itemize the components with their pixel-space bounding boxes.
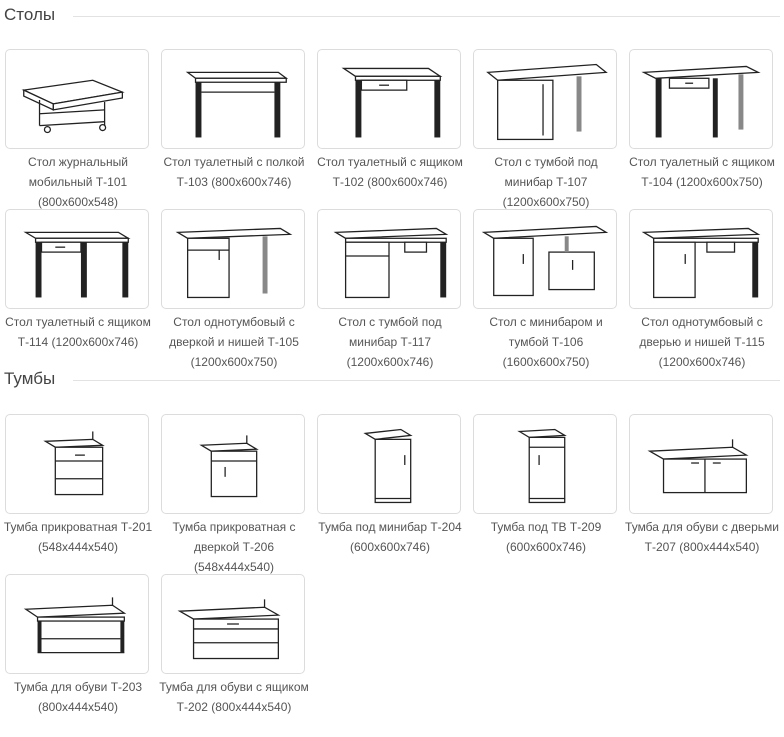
product-caption-link[interactable]: Стол туалетный с ящиком Т-102 (800x600x7… bbox=[317, 155, 463, 189]
product-image[interactable] bbox=[473, 209, 617, 309]
product-card[interactable]: Стол с тумбой под минибар Т-117 (1200x60… bbox=[312, 209, 468, 372]
product-image[interactable] bbox=[317, 209, 461, 309]
product-caption-link[interactable]: Тумба для обуви с дверьми Т-207 (800x444… bbox=[625, 520, 779, 554]
section-divider bbox=[73, 15, 780, 17]
product-card[interactable]: Тумба под ТВ Т-209 (600x600x746) bbox=[468, 414, 624, 557]
product-card[interactable]: Стол однотумбовый с дверью и нишей Т-115… bbox=[624, 209, 780, 372]
product-caption-link[interactable]: Тумба под минибар Т-204 (600x600x746) bbox=[318, 520, 462, 554]
section-title: Столы bbox=[4, 5, 56, 24]
product-caption-link[interactable]: Тумба для обуви с ящиком Т-202 (800x444x… bbox=[159, 680, 309, 714]
product-caption-link[interactable]: Стол журнальный мобильный Т-101 (800x600… bbox=[28, 155, 128, 209]
product-caption: Тумба для обуви с дверьми Т-207 (800x444… bbox=[624, 517, 780, 557]
product-card[interactable]: Стол туалетный с ящиком Т-114 (1200x600x… bbox=[0, 209, 156, 352]
product-card[interactable]: Стол туалетный с ящиком Т-102 (800x600x7… bbox=[312, 49, 468, 192]
product-caption-link[interactable]: Стол с минибаром и тумбой Т-106 (1600x60… bbox=[489, 315, 603, 369]
section-header-stoly: Столы bbox=[4, 3, 780, 27]
product-caption: Стол туалетный с полкой Т-103 (800x600x7… bbox=[156, 152, 312, 192]
product-caption-link[interactable]: Тумба для обуви Т-203 (800x444x540) bbox=[13, 680, 143, 714]
product-image[interactable] bbox=[473, 49, 617, 149]
product-caption: Стол туалетный с ящиком Т-102 (800x600x7… bbox=[312, 152, 468, 192]
product-caption-link[interactable]: Стол туалетный с ящиком Т-104 (1200x600x… bbox=[629, 155, 775, 189]
product-image[interactable] bbox=[161, 209, 305, 309]
product-image[interactable] bbox=[161, 49, 305, 149]
product-card[interactable]: Тумба для обуви с дверьми Т-207 (800x444… bbox=[624, 414, 780, 557]
minibar-cabinet-icon bbox=[363, 428, 413, 504]
product-caption-link[interactable]: Стол с тумбой под минибар Т-117 (1200x60… bbox=[338, 315, 442, 369]
product-caption-link[interactable]: Тумба прикроватная Т-201 (548x444x540) bbox=[3, 520, 153, 554]
desk-minibar-icon bbox=[486, 63, 608, 141]
product-caption-link[interactable]: Тумба прикроватная с дверкой Т-206 (548x… bbox=[172, 520, 296, 574]
product-card[interactable]: Стол однотумбовый с дверкой и нишей Т-10… bbox=[156, 209, 312, 372]
product-caption-link[interactable]: Стол однотумбовый с дверью и нишей Т-115… bbox=[639, 315, 765, 369]
desk-drawer-icon bbox=[341, 67, 443, 138]
desk-pedestal-niche-icon bbox=[641, 227, 761, 299]
product-card[interactable]: Тумба для обуви Т-203 (800x444x540) bbox=[0, 574, 156, 717]
product-caption-link[interactable]: Тумба под ТВ Т-209 (600x600x746) bbox=[490, 520, 602, 554]
product-caption: Тумба прикроватная Т-201 (548x444x540) bbox=[0, 517, 156, 557]
product-caption: Тумба прикроватная с дверкой Т-206 (548x… bbox=[156, 517, 312, 577]
shoe-rack-icon bbox=[23, 597, 127, 654]
product-image[interactable] bbox=[5, 574, 149, 674]
product-image[interactable] bbox=[317, 414, 461, 514]
product-caption: Стол однотумбовый с дверкой и нишей Т-10… bbox=[156, 312, 312, 372]
product-caption: Тумба под минибар Т-204 (600x600x746) bbox=[312, 517, 468, 557]
product-caption: Стол туалетный с ящиком Т-114 (1200x600x… bbox=[0, 312, 156, 352]
product-caption-link[interactable]: Стол туалетный с полкой Т-103 (800x600x7… bbox=[163, 155, 305, 189]
section-header-tumby: Тумбы bbox=[4, 367, 780, 391]
product-caption: Стол журнальный мобильный Т-101 (800x600… bbox=[0, 152, 156, 212]
product-image[interactable] bbox=[161, 414, 305, 514]
product-caption: Стол с тумбой под минибар Т-107 (1200x60… bbox=[468, 152, 624, 212]
desk-pedestal-door-icon bbox=[175, 227, 293, 299]
product-caption: Стол с тумбой под минибар Т-117 (1200x60… bbox=[312, 312, 468, 372]
section-title: Тумбы bbox=[4, 369, 56, 388]
shoe-cabinet-drawer-icon bbox=[177, 599, 281, 660]
product-caption: Тумба под ТВ Т-209 (600x600x746) bbox=[468, 517, 624, 557]
product-card[interactable]: Тумба для обуви с ящиком Т-202 (800x444x… bbox=[156, 574, 312, 717]
coffee-table-icon bbox=[21, 79, 125, 134]
product-card[interactable]: Тумба под минибар Т-204 (600x600x746) bbox=[312, 414, 468, 557]
product-image[interactable] bbox=[161, 574, 305, 674]
product-caption: Стол однотумбовый с дверью и нишей Т-115… bbox=[624, 312, 780, 372]
section-divider bbox=[73, 379, 780, 381]
nightstand-door-icon bbox=[199, 435, 259, 498]
desk-minibar-pedestal-icon bbox=[481, 225, 609, 297]
product-card[interactable]: Стол туалетный с ящиком Т-104 (1200x600x… bbox=[624, 49, 780, 192]
product-card[interactable]: Тумба прикроватная Т-201 (548x444x540) bbox=[0, 414, 156, 557]
desk-minibar-cabinet-icon bbox=[333, 227, 449, 299]
product-caption: Стол туалетный с ящиком Т-104 (1200x600x… bbox=[624, 152, 780, 192]
product-caption-link[interactable]: Стол с тумбой под минибар Т-107 (1200x60… bbox=[494, 155, 598, 209]
product-caption-link[interactable]: Стол туалетный с ящиком Т-114 (1200x600x… bbox=[5, 315, 151, 349]
product-image[interactable] bbox=[5, 209, 149, 309]
product-image[interactable] bbox=[5, 49, 149, 149]
shoe-cabinet-doors-icon bbox=[647, 439, 749, 494]
product-image[interactable] bbox=[473, 414, 617, 514]
product-card[interactable]: Стол журнальный мобильный Т-101 (800x600… bbox=[0, 49, 156, 212]
product-card[interactable]: Стол с минибаром и тумбой Т-106 (1600x60… bbox=[468, 209, 624, 372]
product-image[interactable] bbox=[629, 49, 773, 149]
product-caption: Тумба для обуви с ящиком Т-202 (800x444x… bbox=[156, 677, 312, 717]
product-image[interactable] bbox=[629, 414, 773, 514]
product-image[interactable] bbox=[317, 49, 461, 149]
product-card[interactable]: Стол туалетный с полкой Т-103 (800x600x7… bbox=[156, 49, 312, 192]
product-caption-link[interactable]: Стол однотумбовый с дверкой и нишей Т-10… bbox=[169, 315, 299, 369]
product-caption: Стол с минибаром и тумбой Т-106 (1600x60… bbox=[468, 312, 624, 372]
desk-drawer-wide-icon bbox=[23, 231, 131, 298]
product-card[interactable]: Стол с тумбой под минибар Т-107 (1200x60… bbox=[468, 49, 624, 212]
product-image[interactable] bbox=[629, 209, 773, 309]
product-caption: Тумба для обуви Т-203 (800x444x540) bbox=[0, 677, 156, 717]
tv-cabinet-icon bbox=[517, 428, 567, 504]
desk-long-drawer-icon bbox=[641, 65, 761, 138]
desk-shelf-icon bbox=[185, 71, 289, 138]
product-image[interactable] bbox=[5, 414, 149, 514]
nightstand-icon bbox=[43, 431, 105, 496]
product-card[interactable]: Тумба прикроватная с дверкой Т-206 (548x… bbox=[156, 414, 312, 577]
